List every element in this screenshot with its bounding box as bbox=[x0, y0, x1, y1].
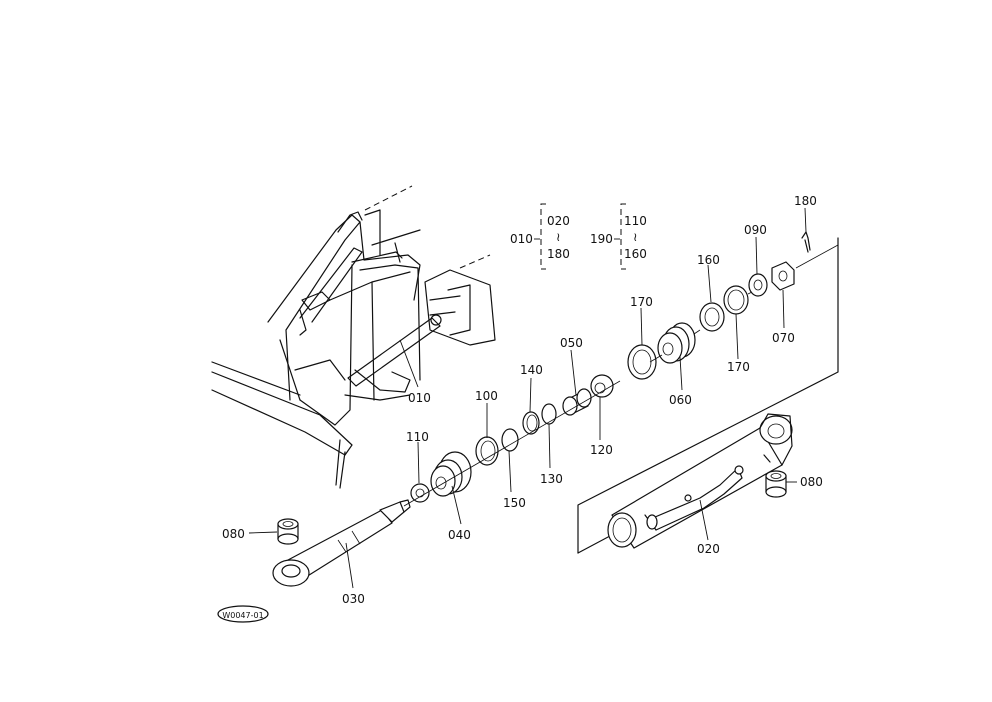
assembly-010-to: 180 bbox=[547, 247, 570, 261]
callout-170-upper: 170 bbox=[727, 360, 750, 374]
leader-lines bbox=[248, 207, 807, 589]
cylinder-tube-020 bbox=[577, 237, 839, 554]
callout-040: 040 bbox=[448, 528, 471, 542]
callout-050: 050 bbox=[560, 336, 583, 350]
washer-090 bbox=[748, 273, 768, 297]
callout-080-left: 080 bbox=[222, 527, 245, 541]
assembly-190-from: 110 bbox=[624, 214, 647, 228]
callout-020: 020 bbox=[697, 542, 720, 556]
assembly-190-to: 160 bbox=[624, 247, 647, 261]
loader-frame-drawing bbox=[211, 185, 496, 489]
assembly-190-sep: ≀ bbox=[633, 230, 638, 244]
diagram-code: W0047-01 bbox=[222, 611, 263, 620]
callout-010: 010 bbox=[408, 391, 431, 405]
bushing-080-left bbox=[277, 518, 299, 545]
callout-160: 160 bbox=[697, 253, 720, 267]
callout-140: 140 bbox=[520, 363, 543, 377]
ring-100 bbox=[475, 436, 499, 466]
callout-180: 180 bbox=[794, 194, 817, 208]
assembly-010-group: 010 020 ≀ 180 bbox=[510, 203, 570, 270]
callout-110: 110 bbox=[406, 430, 429, 444]
piston-040 bbox=[430, 451, 472, 497]
ring-130 bbox=[541, 403, 557, 425]
callout-130: 130 bbox=[540, 472, 563, 486]
callout-170-lower: 170 bbox=[630, 295, 653, 309]
assembly-190-key: 190 bbox=[590, 232, 613, 246]
callout-100: 100 bbox=[475, 389, 498, 403]
piston-rod-030 bbox=[272, 499, 411, 587]
callout-120: 120 bbox=[590, 443, 613, 457]
ring-160 bbox=[699, 302, 725, 332]
collar-110 bbox=[410, 483, 430, 503]
assembly-010-from: 020 bbox=[547, 214, 570, 228]
callout-080-right: 080 bbox=[800, 475, 823, 489]
diagram-code-badge: W0047-01 bbox=[217, 605, 269, 623]
assembly-010-key: 010 bbox=[510, 232, 533, 246]
ring-140 bbox=[522, 411, 540, 435]
callout-090: 090 bbox=[744, 223, 767, 237]
split-pin-180 bbox=[801, 231, 811, 253]
assembly-190-group: 190 110 ≀ 160 bbox=[590, 203, 647, 270]
ring-170-upper bbox=[723, 285, 749, 315]
gland-060 bbox=[657, 322, 696, 364]
castle-nut-070 bbox=[771, 261, 795, 291]
callout-labels: 010 020 030 040 050 060 070 080 080 090 … bbox=[222, 194, 823, 606]
callout-060: 060 bbox=[669, 393, 692, 407]
ring-170-lower bbox=[627, 344, 657, 380]
callout-070: 070 bbox=[772, 331, 795, 345]
callout-030: 030 bbox=[342, 592, 365, 606]
assembly-010-sep: ≀ bbox=[556, 230, 561, 244]
callout-150: 150 bbox=[503, 496, 526, 510]
assembly-axis-line bbox=[403, 244, 839, 507]
bushing-080-right bbox=[765, 470, 787, 498]
nut-120 bbox=[590, 374, 614, 398]
